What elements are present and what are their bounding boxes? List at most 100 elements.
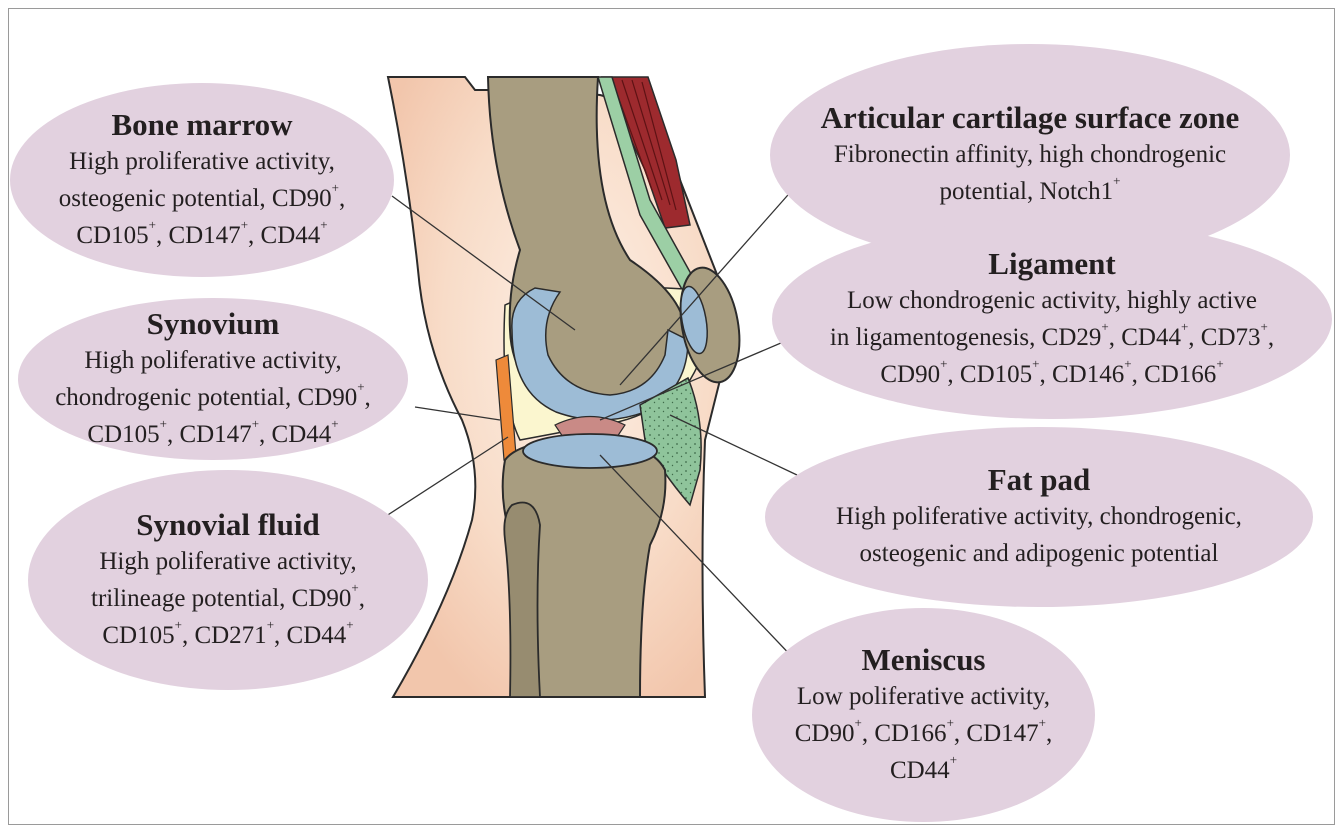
- marker-superscript: +: [854, 715, 861, 730]
- meniscus: [523, 434, 657, 468]
- synovial-fluid-label: Synovial fluid High poliferative activit…: [28, 470, 428, 690]
- description-text: , CD44: [1109, 324, 1181, 351]
- description-text: CD105: [102, 622, 174, 649]
- synovium-label: Synovium High poliferative activity, chon…: [18, 298, 408, 460]
- description-line: Low poliferative activity,: [795, 678, 1052, 715]
- meniscus-label: Meniscus Low poliferative activity,CD90+…: [752, 608, 1095, 822]
- description-line: Fibronectin affinity, high chondrogenic: [834, 136, 1226, 173]
- synovial-fluid-title: Synovial fluid: [136, 507, 320, 543]
- description-line: CD90+, CD166+, CD147+,: [795, 715, 1052, 752]
- marker-superscript: +: [1039, 715, 1046, 730]
- description-text: , CD147: [954, 720, 1039, 747]
- description-text: ,: [339, 185, 345, 212]
- marker-superscript: +: [346, 617, 353, 632]
- ligament-description: Low chondrogenic activity, highly active…: [830, 282, 1274, 393]
- description-line: osteogenic potential, CD90+,: [59, 180, 345, 217]
- marker-superscript: +: [1101, 319, 1108, 334]
- synovium-title: Synovium: [147, 306, 280, 342]
- meniscus-title: Meniscus: [862, 642, 986, 678]
- marker-superscript: +: [320, 217, 327, 232]
- description-line: potential, Notch1+: [834, 173, 1226, 210]
- description-text: ,: [365, 384, 371, 411]
- marker-superscript: +: [947, 715, 954, 730]
- description-text: ,: [359, 585, 365, 612]
- marker-superscript: +: [160, 416, 167, 431]
- description-line: High poliferative activity,: [91, 543, 365, 580]
- marker-superscript: +: [1261, 319, 1268, 334]
- description-text: ,: [1046, 720, 1052, 747]
- marker-superscript: +: [175, 617, 182, 632]
- marker-superscript: +: [149, 217, 156, 232]
- description-line: chondrogenic potential, CD90+,: [55, 379, 371, 416]
- synovial-fluid-description: High poliferative activity, trilineage po…: [91, 543, 365, 654]
- description-text: osteogenic potential, CD90: [59, 185, 332, 212]
- description-text: chondrogenic potential, CD90: [55, 384, 357, 411]
- description-line: in ligamentogenesis, CD29+, CD44+, CD73+…: [830, 319, 1274, 356]
- description-text: ,: [1268, 324, 1274, 351]
- description-text: osteogenic and adipogenic potential: [860, 540, 1219, 567]
- description-line: CD105+, CD147+, CD44+: [55, 416, 371, 453]
- articular-cartilage-description: Fibronectin affinity, high chondrogenic p…: [834, 136, 1226, 210]
- description-text: High poliferative activity, chondrogenic…: [836, 503, 1242, 530]
- description-text: , CD271: [182, 622, 267, 649]
- marker-superscript: +: [351, 580, 358, 595]
- fat-pad-label: Fat pad High poliferative activity, chon…: [765, 427, 1313, 607]
- description-line: CD105+, CD147+, CD44+: [59, 217, 345, 254]
- fibula: [504, 503, 540, 698]
- description-text: , CD44: [248, 222, 320, 249]
- marker-superscript: +: [1124, 356, 1131, 371]
- ligament-title: Ligament: [988, 246, 1115, 282]
- marker-superscript: +: [357, 379, 364, 394]
- description-text: High proliferative activity,: [69, 148, 335, 175]
- description-line: CD105+, CD271+, CD44+: [91, 617, 365, 654]
- description-text: , CD147: [167, 421, 252, 448]
- description-text: CD90: [795, 720, 855, 747]
- description-text: , CD166: [1132, 361, 1217, 388]
- description-line: CD44+: [795, 752, 1052, 789]
- bone-marrow-title: Bone marrow: [111, 107, 292, 143]
- marker-superscript: +: [252, 416, 259, 431]
- fat-pad-description: High poliferative activity, chondrogenic…: [836, 498, 1242, 572]
- description-text: Low chondrogenic activity, highly active: [847, 287, 1257, 314]
- description-text: in ligamentogenesis, CD29: [830, 324, 1102, 351]
- fat-pad-title: Fat pad: [988, 462, 1091, 498]
- description-text: , CD166: [862, 720, 947, 747]
- description-text: , CD105: [947, 361, 1032, 388]
- marker-superscript: +: [1216, 356, 1223, 371]
- marker-superscript: +: [1032, 356, 1039, 371]
- description-text: , CD73: [1188, 324, 1260, 351]
- meniscus-description: Low poliferative activity,CD90+, CD166+,…: [795, 678, 1052, 789]
- bone-marrow-description: High proliferative activity, osteogenic p…: [59, 143, 345, 254]
- description-line: High proliferative activity,: [59, 143, 345, 180]
- description-line: Low chondrogenic activity, highly active: [830, 282, 1274, 319]
- description-text: CD105: [76, 222, 148, 249]
- marker-superscript: +: [331, 416, 338, 431]
- bone-marrow-label: Bone marrow High proliferative activity,…: [10, 83, 394, 277]
- description-text: CD105: [87, 421, 159, 448]
- description-text: Fibronectin affinity, high chondrogenic: [834, 141, 1226, 168]
- marker-superscript: +: [241, 217, 248, 232]
- description-line: High poliferative activity,: [55, 342, 371, 379]
- articular-cartilage-title: Articular cartilage surface zone: [821, 100, 1240, 136]
- description-text: , CD44: [259, 421, 331, 448]
- description-text: CD90: [880, 361, 940, 388]
- description-text: CD44: [890, 757, 950, 784]
- description-text: , CD44: [274, 622, 346, 649]
- description-line: trilineage potential, CD90+,: [91, 580, 365, 617]
- description-text: Low poliferative activity,: [797, 683, 1050, 710]
- description-text: , CD146: [1040, 361, 1125, 388]
- description-line: CD90+, CD105+, CD146+, CD166+: [830, 356, 1274, 393]
- description-text: trilineage potential, CD90: [91, 585, 351, 612]
- description-text: potential, Notch1: [940, 178, 1114, 205]
- description-line: osteogenic and adipogenic potential: [836, 535, 1242, 572]
- marker-superscript: +: [1113, 173, 1120, 188]
- marker-superscript: +: [267, 617, 274, 632]
- marker-superscript: +: [332, 180, 339, 195]
- description-text: , CD147: [156, 222, 241, 249]
- description-text: High poliferative activity,: [99, 548, 356, 575]
- description-text: High poliferative activity,: [84, 347, 341, 374]
- synovium-description: High poliferative activity, chondrogenic …: [55, 342, 371, 453]
- marker-superscript: +: [950, 752, 957, 767]
- ligament-label: Ligament Low chondrogenic activity, high…: [772, 219, 1332, 419]
- description-line: High poliferative activity, chondrogenic…: [836, 498, 1242, 535]
